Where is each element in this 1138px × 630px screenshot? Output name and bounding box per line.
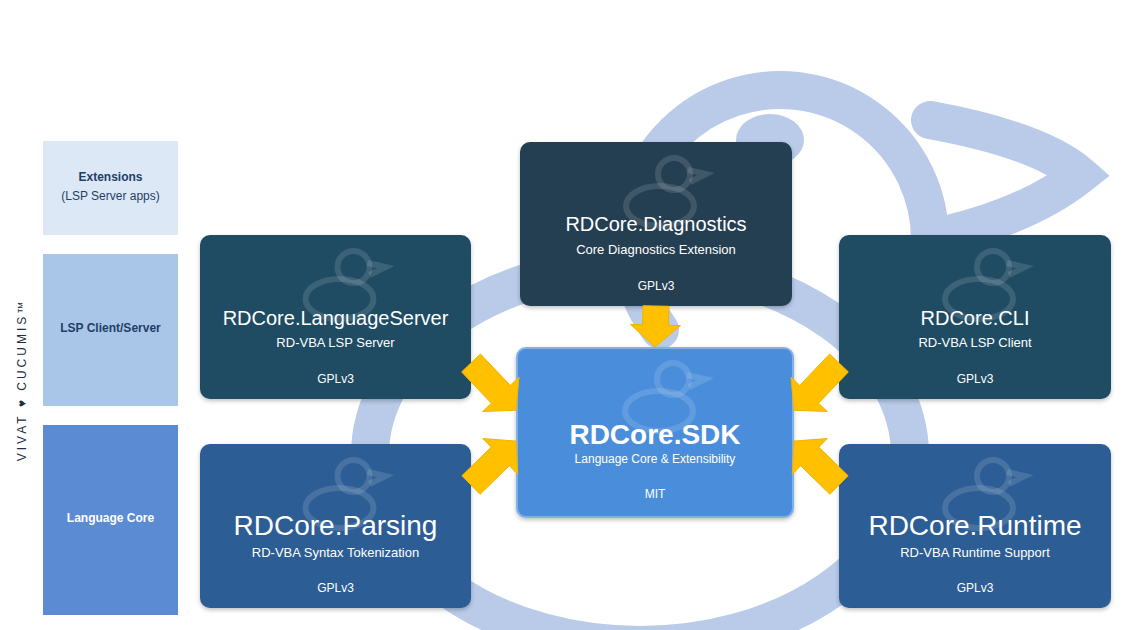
dependency-arrow [791,354,848,412]
component-title: RDCore.Diagnostics [524,213,788,236]
component-title: RDCore.Parsing [204,510,467,542]
license-label: GPLv3 [204,373,467,387]
dependency-arrow [631,306,681,347]
component-subtitle: Language Core & Extensibility [522,453,788,467]
layer-label: LSP Client/Server [47,322,174,336]
license-label: MIT [522,488,788,502]
component-box: RDCore.CLI RD-VBA LSP ClientGPLv3 [839,235,1111,399]
core-box: RDCore.SDK Language Core & ExtensibilityM… [516,347,794,518]
dependency-arrow [462,354,519,412]
duck-icon [306,460,386,528]
component-box: RDCore.DiagnosticsCore Diagnostics Exten… [520,142,792,306]
layer-band: LSP Client/Server [43,254,178,406]
component-subtitle: RD-VBA LSP Server [204,336,467,351]
duck-beak [930,120,1080,235]
layer-label: Extensions [47,171,174,185]
duck-icon [945,251,1025,319]
component-box: RDCore.LanguageServerRD-VBA LSP ServerGP… [200,235,471,399]
component-box: RDCore.ParsingRD-VBA Syntax Tokenization… [200,444,471,608]
dependency-arrow [462,439,518,495]
license-label: GPLv3 [204,582,467,596]
layer-label: (LSP Server apps) [47,190,174,204]
license-label: GPLv3 [843,582,1107,596]
component-title: RDCore.LanguageServer [204,307,467,330]
component-title: RDCore.SDK [522,419,788,451]
layer-band: Language Core [43,425,178,615]
component-subtitle: RD-VBA Runtime Support [843,546,1107,561]
component-box: RDCore.RuntimeRD-VBA Runtime SupportGPLv… [839,444,1111,608]
license-label: GPLv3 [843,373,1107,387]
license-label: GPLv3 [524,280,788,294]
duck-icon [626,158,706,226]
component-subtitle: RD-VBA Syntax Tokenization [204,546,467,561]
component-title: RDCore.Runtime [843,510,1107,542]
component-subtitle: Core Diagnostics Extension [524,243,788,258]
brand-label: VIVAT ♥ CUCUMIS™ [15,299,29,461]
layer-band: Extensions (LSP Server apps) [43,141,178,235]
duck-icon [625,363,705,431]
layer-label: Language Core [47,512,174,526]
component-subtitle: RD-VBA LSP Client [843,336,1107,351]
dependency-arrow [792,439,848,495]
duck-icon [306,251,386,319]
component-title: RDCore.CLI [843,307,1107,330]
duck-icon [945,460,1025,528]
